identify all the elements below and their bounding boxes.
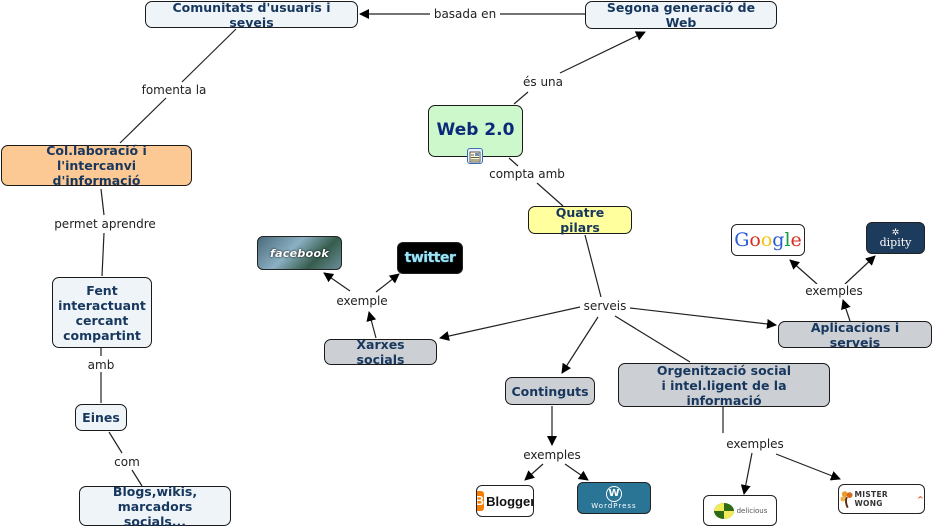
link-serveis-organitzacio (614, 315, 691, 363)
node-blogs-wikis[interactable]: Blogs,wikis, marcadors socials... (79, 483, 231, 529)
attached-resource-icon[interactable] (467, 148, 483, 164)
label-fomenta-la: fomenta la (139, 83, 209, 97)
misterwong-text: MISTER WONG (854, 490, 888, 508)
node-continguts[interactable]: Continguts (505, 377, 595, 405)
google-letter: e (790, 229, 802, 251)
blogger-logo-node[interactable]: B Blogger (476, 485, 534, 517)
fent-line-3: cercant (75, 312, 129, 328)
link-com-blogs (131, 469, 143, 487)
node-segona-generacio[interactable]: Segona generació de Web (585, 0, 777, 30)
colab-line-2: d'informació (52, 173, 141, 188)
dipity-text: dipity (879, 236, 912, 249)
blogger-text: Blogger (486, 493, 534, 509)
node-organitzacio[interactable]: Orgenització social i intel.ligent de la… (618, 362, 830, 408)
blogs-line-1: Blogs,wikis, (112, 483, 198, 499)
label-serveis: serveis (581, 299, 629, 313)
label-es-una: és una (520, 75, 566, 89)
dipity-swirl-icon: ✲ (891, 228, 900, 238)
label-com: com (112, 455, 142, 469)
fent-line-2: interactuant (58, 297, 146, 313)
bonsai-icon (840, 491, 853, 509)
link-serveis-continguts (561, 316, 599, 374)
link-comunitats-fomenta (181, 28, 237, 83)
wordpress-logo-node[interactable]: W WordPress (577, 482, 651, 514)
delicious-logo-node[interactable]: delicious (703, 495, 777, 526)
link-exemples-misterwong (775, 453, 841, 481)
link-exemples-wordpress (564, 463, 589, 481)
label-amb: amb (85, 358, 117, 372)
link-web-esuna (513, 91, 529, 105)
fent-line-1: Fent (86, 282, 118, 298)
blogger-b-icon: B (477, 491, 485, 511)
wordpress-text: WordPress (591, 502, 637, 510)
twitter-logo-node[interactable]: twitter (397, 242, 463, 274)
link-eines-com (108, 431, 123, 454)
node-eines[interactable]: Eines (75, 404, 127, 431)
delicious-text: delicious (736, 506, 768, 515)
link-web-compta (508, 157, 519, 167)
node-comunitats[interactable]: Comunitats d'usuaris i seveis (145, 0, 358, 30)
wordpress-w-icon: W (606, 486, 622, 502)
colab-line-1: Col.laboració i l'intercanvi (46, 143, 147, 173)
link-exemple-facebook (323, 272, 351, 292)
node-quatre-pilars[interactable]: Quatre pilars (528, 205, 632, 235)
link-quatre-serveis (584, 234, 602, 298)
node-fent[interactable]: Fent interactuant cercant compartint (52, 277, 152, 348)
google-letter: l (784, 229, 791, 251)
dipity-logo-node[interactable]: ✲ dipity (866, 222, 925, 254)
link-serveis-xarxes (439, 306, 581, 341)
link-exemples-blogger (524, 463, 544, 481)
label-exemples-apps: exemples (803, 284, 865, 298)
node-colaboracio[interactable]: Col.laboració i l'intercanvi d'informaci… (1, 143, 192, 188)
link-aplicacions-exemples (841, 299, 851, 322)
misterwong-logo-node[interactable]: MISTER WONG ^ (838, 484, 925, 514)
node-aplicacions-serveis[interactable]: Aplicacions i serveis (778, 320, 932, 350)
link-xarxes-exemple (366, 311, 377, 339)
link-compta-quatre (536, 182, 564, 207)
fent-line-4: compartint (63, 327, 141, 343)
link-esuna-segona (559, 31, 646, 74)
google-letter: o (749, 229, 761, 251)
blogs-line-2: marcadors socials... (117, 498, 193, 529)
node-xarxes-socials[interactable]: Xarxes socials (324, 337, 437, 367)
organitzacio-line-2: i intel.ligent de la informació (661, 377, 787, 408)
link-fomenta-colab (119, 97, 167, 144)
link-exemple-twitter (375, 273, 400, 293)
label-exemples-continguts: exemples (521, 448, 583, 462)
label-exemple: exemple (334, 294, 390, 308)
link-serveis-aplicacions (629, 307, 777, 329)
google-letter: g (772, 229, 785, 251)
delicious-ball-icon (713, 502, 734, 519)
organitzacio-line-1: Orgenització social (656, 362, 792, 378)
label-permet-aprendre: permet aprendre (52, 217, 158, 231)
facebook-logo-node[interactable]: facebook (257, 236, 342, 270)
label-basada-en: basada en (431, 7, 499, 21)
link-exemples-delicious (740, 452, 753, 495)
link-colab-permet (100, 188, 105, 216)
google-letter: G (734, 229, 750, 251)
link-permet-fent (101, 232, 105, 277)
label-exemples-organitzacio: exemples (724, 437, 786, 451)
google-letter: o (760, 229, 773, 251)
misterwong-caret: ^ (916, 494, 924, 504)
label-compta-amb: compta amb (487, 167, 567, 181)
link-exemples-google (789, 259, 818, 285)
link-exemples-dipity (844, 255, 876, 285)
